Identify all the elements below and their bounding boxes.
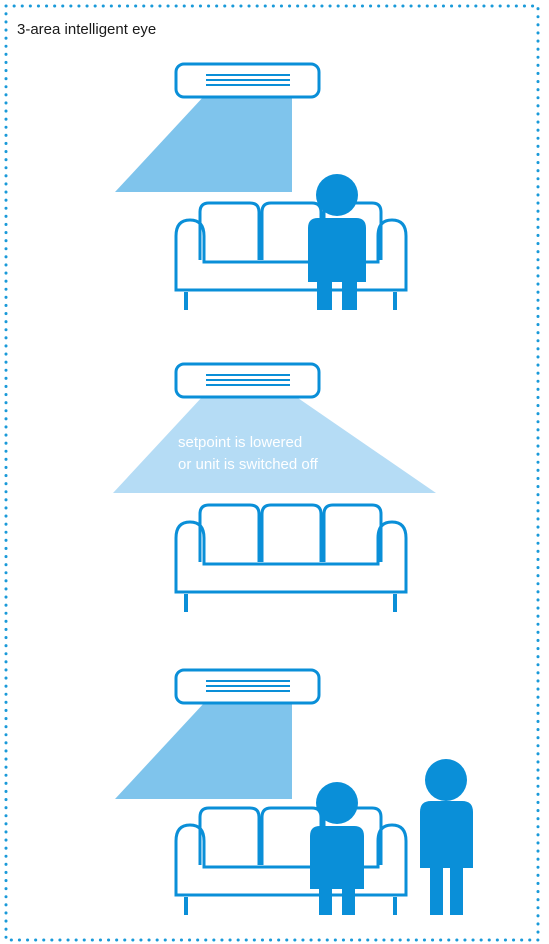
- sofa-icon: [176, 203, 406, 310]
- air-conditioner-icon: [176, 64, 319, 97]
- sensor-beam-left: [115, 702, 292, 799]
- scene-label-line-1: setpoint is lowered: [178, 432, 302, 454]
- person-icon: [420, 759, 473, 915]
- sofa-icon: [176, 505, 406, 612]
- scene-label-line-2: or unit is switched off: [178, 454, 318, 476]
- scene-occupant-right: [115, 64, 406, 310]
- diagram-title: 3-area intelligent eye: [17, 21, 156, 38]
- scene-room-empty: [113, 364, 436, 612]
- sensor-beam-left: [115, 95, 292, 192]
- sofa-icon: [176, 808, 406, 915]
- air-conditioner-icon: [176, 670, 319, 703]
- scene-two-occupants: [115, 670, 473, 915]
- air-conditioner-icon: [176, 364, 319, 397]
